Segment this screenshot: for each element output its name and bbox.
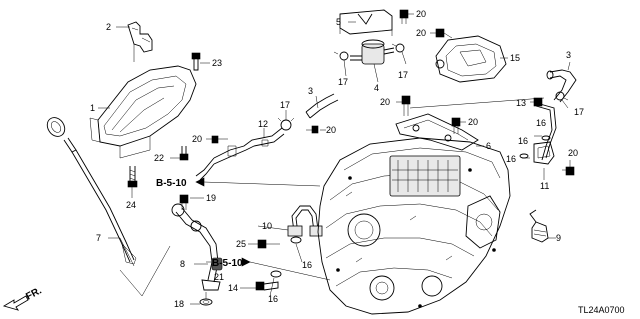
callout-24: 24 <box>126 200 136 210</box>
callout-17-d: 17 <box>574 107 584 117</box>
part-5-bracket <box>339 9 393 36</box>
part-16-washer-b <box>519 153 529 159</box>
callout-20-f: 20 <box>468 117 478 127</box>
callout-14: 14 <box>228 283 238 293</box>
part-24-bolt <box>127 166 138 188</box>
part-7-dipstick <box>46 117 137 265</box>
ref-arrow-bottom <box>241 257 251 267</box>
callout-3-a: 3 <box>308 86 313 96</box>
part-20-bolt-a <box>211 135 228 144</box>
part-16-washer-a <box>541 135 551 141</box>
part-18-washer <box>199 292 213 306</box>
callout-20-g: 20 <box>568 148 578 158</box>
part-10-pipe <box>287 205 323 237</box>
part-1-cover <box>89 65 197 159</box>
callout-6: 6 <box>486 141 491 151</box>
part-16-washer-d <box>290 236 302 244</box>
callout-1: 1 <box>90 103 95 113</box>
reference-code-top: B-5-10 <box>156 178 187 189</box>
callout-25: 25 <box>236 239 246 249</box>
part-25-bolt <box>257 239 280 249</box>
front-direction-arrow <box>2 295 29 311</box>
part-22-bolt <box>179 146 189 161</box>
callout-13: 13 <box>516 98 526 108</box>
part-8-hose <box>171 203 221 291</box>
part-2-clip <box>127 21 153 53</box>
callout-16-c: 16 <box>268 294 278 304</box>
callout-8: 8 <box>180 259 185 269</box>
part-3-hose-a <box>305 93 339 119</box>
callout-20-b: 20 <box>326 125 336 135</box>
part-20-bolt-d <box>435 28 453 39</box>
callout-2: 2 <box>106 22 111 32</box>
callout-11: 11 <box>540 181 549 191</box>
callout-19: 19 <box>206 193 216 203</box>
reference-code-bottom: B-5-10 <box>212 258 243 269</box>
callout-16-d: 16 <box>302 260 312 270</box>
part-17-clamp-c <box>391 43 405 53</box>
part-16-washer-c <box>270 270 282 278</box>
callout-22: 22 <box>154 153 164 163</box>
callout-15: 15 <box>510 53 520 63</box>
part-19-bolt <box>179 194 189 210</box>
part-11-fitting <box>533 141 555 165</box>
part-3-hose-b <box>546 69 577 103</box>
callout-10: 10 <box>262 221 272 231</box>
callout-20-a: 20 <box>192 134 202 144</box>
part-20-bolt-e <box>401 95 411 116</box>
callout-16-a: 16 <box>518 136 528 146</box>
callout-4: 4 <box>374 83 379 93</box>
diagram-code: TL24A0700 <box>578 305 625 315</box>
callout-17-c: 17 <box>398 70 408 80</box>
part-20-bolt-g <box>562 166 575 176</box>
part-4-breather <box>350 39 395 65</box>
callout-7: 7 <box>96 233 101 243</box>
callout-23: 23 <box>212 58 222 68</box>
part-17-clamp-b <box>333 51 349 61</box>
callout-20-e: 20 <box>380 97 390 107</box>
front-direction-label: FR. <box>24 285 44 302</box>
part-21-clamp <box>206 257 223 271</box>
part-20-bolt-c <box>399 9 409 24</box>
transmission-assembly <box>317 137 511 315</box>
callout-3-b: 3 <box>566 50 571 60</box>
callout-12: 12 <box>258 119 268 129</box>
callout-21: 21 <box>214 272 224 282</box>
leader-lines <box>98 13 571 305</box>
part-20-bolt-b <box>306 125 319 134</box>
callout-9: 9 <box>556 233 561 243</box>
callout-17-a: 17 <box>280 100 290 110</box>
callout-18: 18 <box>174 299 184 309</box>
callout-16-b: 16 <box>506 154 516 164</box>
part-14-bolt <box>255 281 279 291</box>
callout-labels: 2 1 23 22 24 7 8 18 19 20 12 17 20 3 4 5… <box>90 9 584 309</box>
part-23-bolt <box>191 52 201 71</box>
ref-arrow-top <box>195 177 205 187</box>
callout-16-e: 16 <box>536 118 546 128</box>
callout-17-b: 17 <box>338 77 348 87</box>
callout-5: 5 <box>336 17 341 27</box>
callout-20-c: 20 <box>416 9 426 19</box>
part-6-stay <box>395 113 479 151</box>
part-9-plug <box>529 209 549 243</box>
part-15-mount <box>435 35 507 83</box>
part-12-tube <box>195 127 285 181</box>
callout-20-d: 20 <box>416 28 426 38</box>
